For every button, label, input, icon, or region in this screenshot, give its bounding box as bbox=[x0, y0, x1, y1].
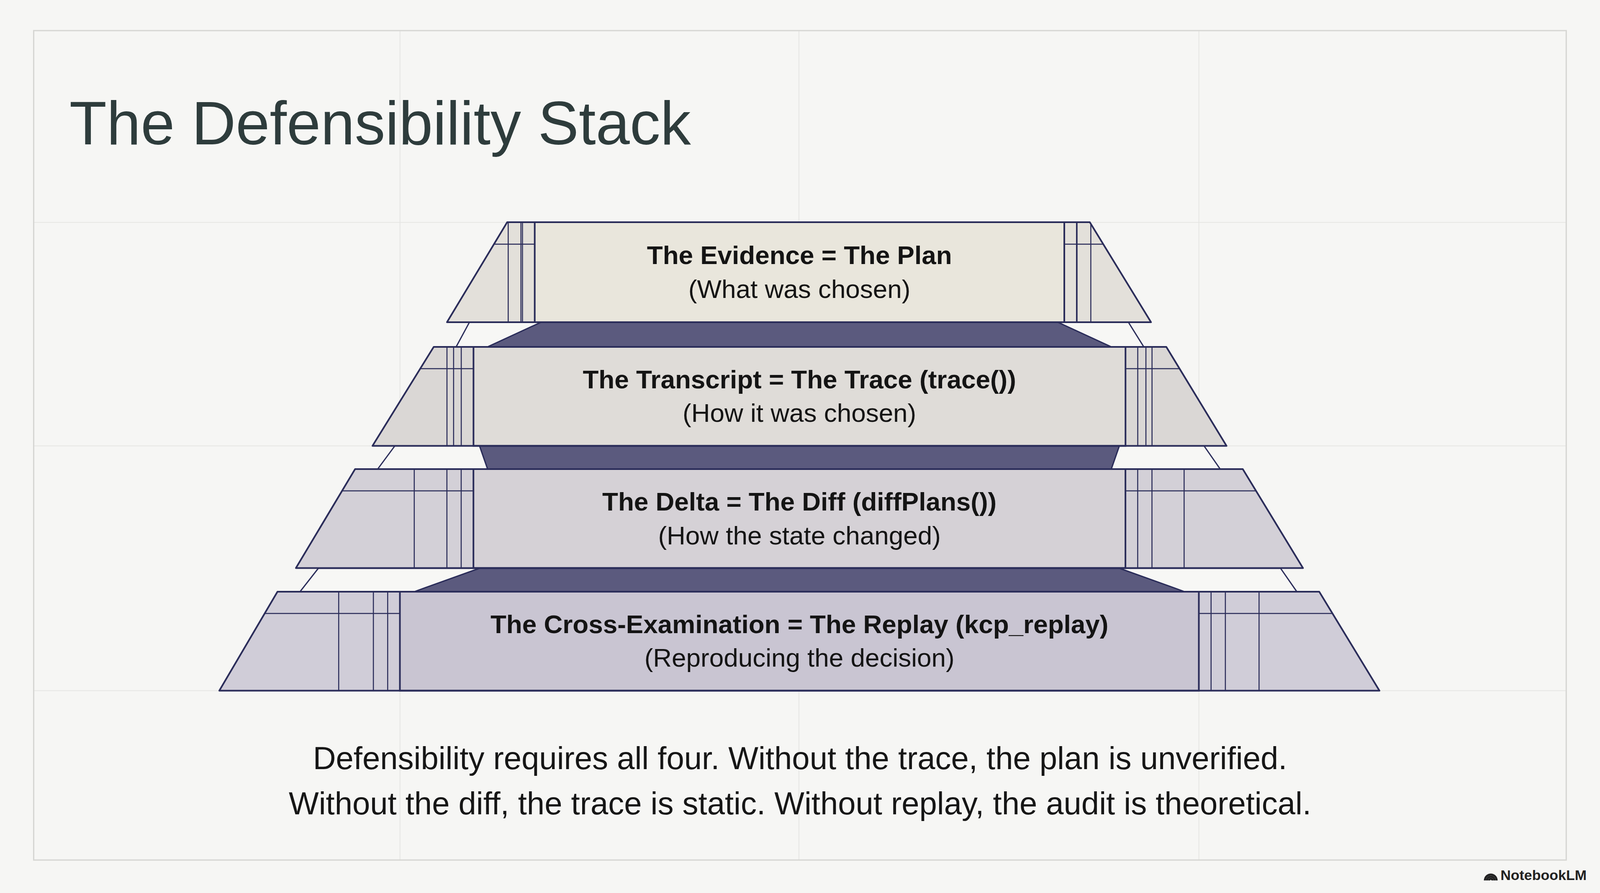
layer-subtitle: (What was chosen) bbox=[688, 272, 911, 307]
stack-layer: The Delta = The Diff (diffPlans())(How t… bbox=[295, 469, 1303, 568]
layer-label: The Evidence = The Plan(What was chosen) bbox=[534, 222, 1065, 323]
slide-caption: Defensibility requires all four. Without… bbox=[130, 735, 1470, 827]
layer-subtitle: (Reproducing the decision) bbox=[644, 641, 955, 676]
stack-layer: The Evidence = The Plan(What was chosen) bbox=[446, 222, 1151, 323]
watermark-icon bbox=[1484, 873, 1498, 881]
layer-joint bbox=[1111, 445, 1221, 470]
slide-frame bbox=[33, 30, 1567, 861]
layer-shape bbox=[295, 469, 1303, 568]
stack-layer: The Cross-Examination = The Replay (kcp_… bbox=[219, 591, 1380, 691]
layer-heading: The Delta = The Diff (diffPlans()) bbox=[602, 485, 997, 519]
layer-label: The Cross-Examination = The Replay (kcp_… bbox=[400, 591, 1200, 691]
layer-shape bbox=[372, 346, 1227, 446]
stack-layer: The Transcript = The Trace (trace())(How… bbox=[372, 346, 1227, 446]
layer-heading: The Transcript = The Trace (trace()) bbox=[582, 362, 1016, 397]
layer-subtitle: (How it was chosen) bbox=[682, 396, 917, 431]
layer-heading: The Cross-Examination = The Replay (kcp_… bbox=[490, 607, 1109, 642]
layer-label: The Delta = The Diff (diffPlans())(How t… bbox=[473, 469, 1126, 568]
layer-subtitle: (How the state changed) bbox=[657, 518, 941, 553]
layer-joint bbox=[479, 445, 1120, 470]
layer-shape bbox=[446, 222, 1151, 323]
layer-joint bbox=[414, 568, 1185, 592]
watermark: NotebookLM bbox=[1500, 867, 1587, 884]
layer-joint bbox=[377, 445, 488, 470]
layer-shape bbox=[219, 591, 1380, 691]
layer-heading: The Evidence = The Plan bbox=[647, 238, 953, 273]
layer-joint bbox=[487, 322, 1112, 347]
layer-label: The Transcript = The Trace (trace())(How… bbox=[473, 346, 1126, 446]
slide-title: The Defensibility Stack bbox=[69, 89, 691, 158]
